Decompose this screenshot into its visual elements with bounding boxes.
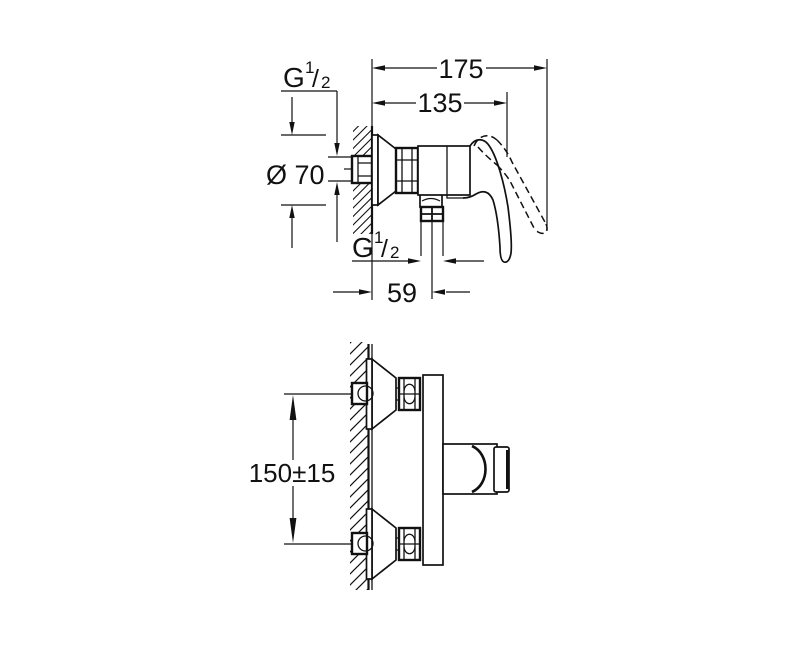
arrowhead-down-icon xyxy=(334,143,340,156)
extension-lines xyxy=(371,59,548,300)
dim-inlet-spacing: 150±15 xyxy=(249,393,352,545)
arrowhead-right-icon xyxy=(534,65,547,71)
arrowhead-up-icon xyxy=(334,182,340,195)
lever-handle xyxy=(462,138,513,264)
dim-label-escutcheon-diameter: Ø 70 xyxy=(266,160,325,190)
pipe-end xyxy=(357,535,374,552)
inlet-connection-bottom xyxy=(350,507,422,581)
dim-escutcheon-diameter: Ø 70 xyxy=(266,97,326,248)
thread-slash: / xyxy=(312,65,319,93)
arrowhead-up-icon xyxy=(289,395,297,420)
thread-g: G xyxy=(352,232,374,263)
thread-denominator: 2 xyxy=(321,73,330,92)
thread-denominator: 2 xyxy=(390,243,399,262)
cartridge-neck xyxy=(442,443,498,495)
dim-label-body-depth: 135 xyxy=(417,88,462,118)
arrowhead-right-icon xyxy=(494,100,507,106)
arrowhead-right-icon xyxy=(408,258,421,264)
arrowhead-left-icon xyxy=(432,289,445,295)
arrowhead-left-icon xyxy=(372,65,385,71)
thread-size-label-inlet: G 1 / 2 xyxy=(283,58,330,93)
hex-nut-side xyxy=(394,146,420,195)
dim-body-depth: 135 xyxy=(372,88,507,118)
dim-total-depth: 175 xyxy=(372,54,547,84)
inlet-connection-top xyxy=(350,357,422,431)
arrowhead-right-icon xyxy=(359,289,372,295)
thread-numerator: 1 xyxy=(374,228,383,247)
dim-label-outlet-offset: 59 xyxy=(387,278,417,308)
thread-slash: / xyxy=(381,235,388,263)
supply-pipe xyxy=(328,156,352,182)
side-view-drawing: 175 135 G 1 / 2 Ø 70 xyxy=(266,54,548,308)
escutcheon-side xyxy=(371,133,397,207)
mixer-body-plan xyxy=(422,374,444,566)
thread-numerator: 1 xyxy=(305,58,314,77)
dim-outlet-thread: G 1 / 2 xyxy=(352,228,484,264)
handle-plan xyxy=(442,443,510,495)
escutcheon-cone xyxy=(371,507,397,581)
arrowhead-left-icon xyxy=(443,258,456,264)
dim-inlet-thread: G 1 / 2 xyxy=(281,58,340,242)
pipe-end xyxy=(357,385,374,402)
dim-label-inlet-spacing: 150±15 xyxy=(249,458,336,488)
arrowhead-down-icon xyxy=(289,122,295,135)
thread-g: G xyxy=(283,62,305,93)
dim-label-total-depth: 175 xyxy=(438,54,483,84)
lever-handle-alt-position xyxy=(473,135,548,235)
hex-nut-bottom xyxy=(397,526,422,562)
plan-view-drawing: 150±15 xyxy=(249,342,510,590)
arrowhead-left-icon xyxy=(372,100,385,106)
arrowhead-up-icon xyxy=(289,205,295,218)
hex-nut-top xyxy=(397,376,422,412)
dim-outlet-offset: 59 xyxy=(333,278,470,308)
thread-size-label-outlet: G 1 / 2 xyxy=(352,228,399,263)
escutcheon-cone xyxy=(371,357,397,431)
pipe-union-fitting xyxy=(350,154,374,185)
shower-outlet-connection xyxy=(419,195,445,223)
arrowhead-down-icon xyxy=(289,518,297,543)
mixer-body xyxy=(417,145,471,199)
